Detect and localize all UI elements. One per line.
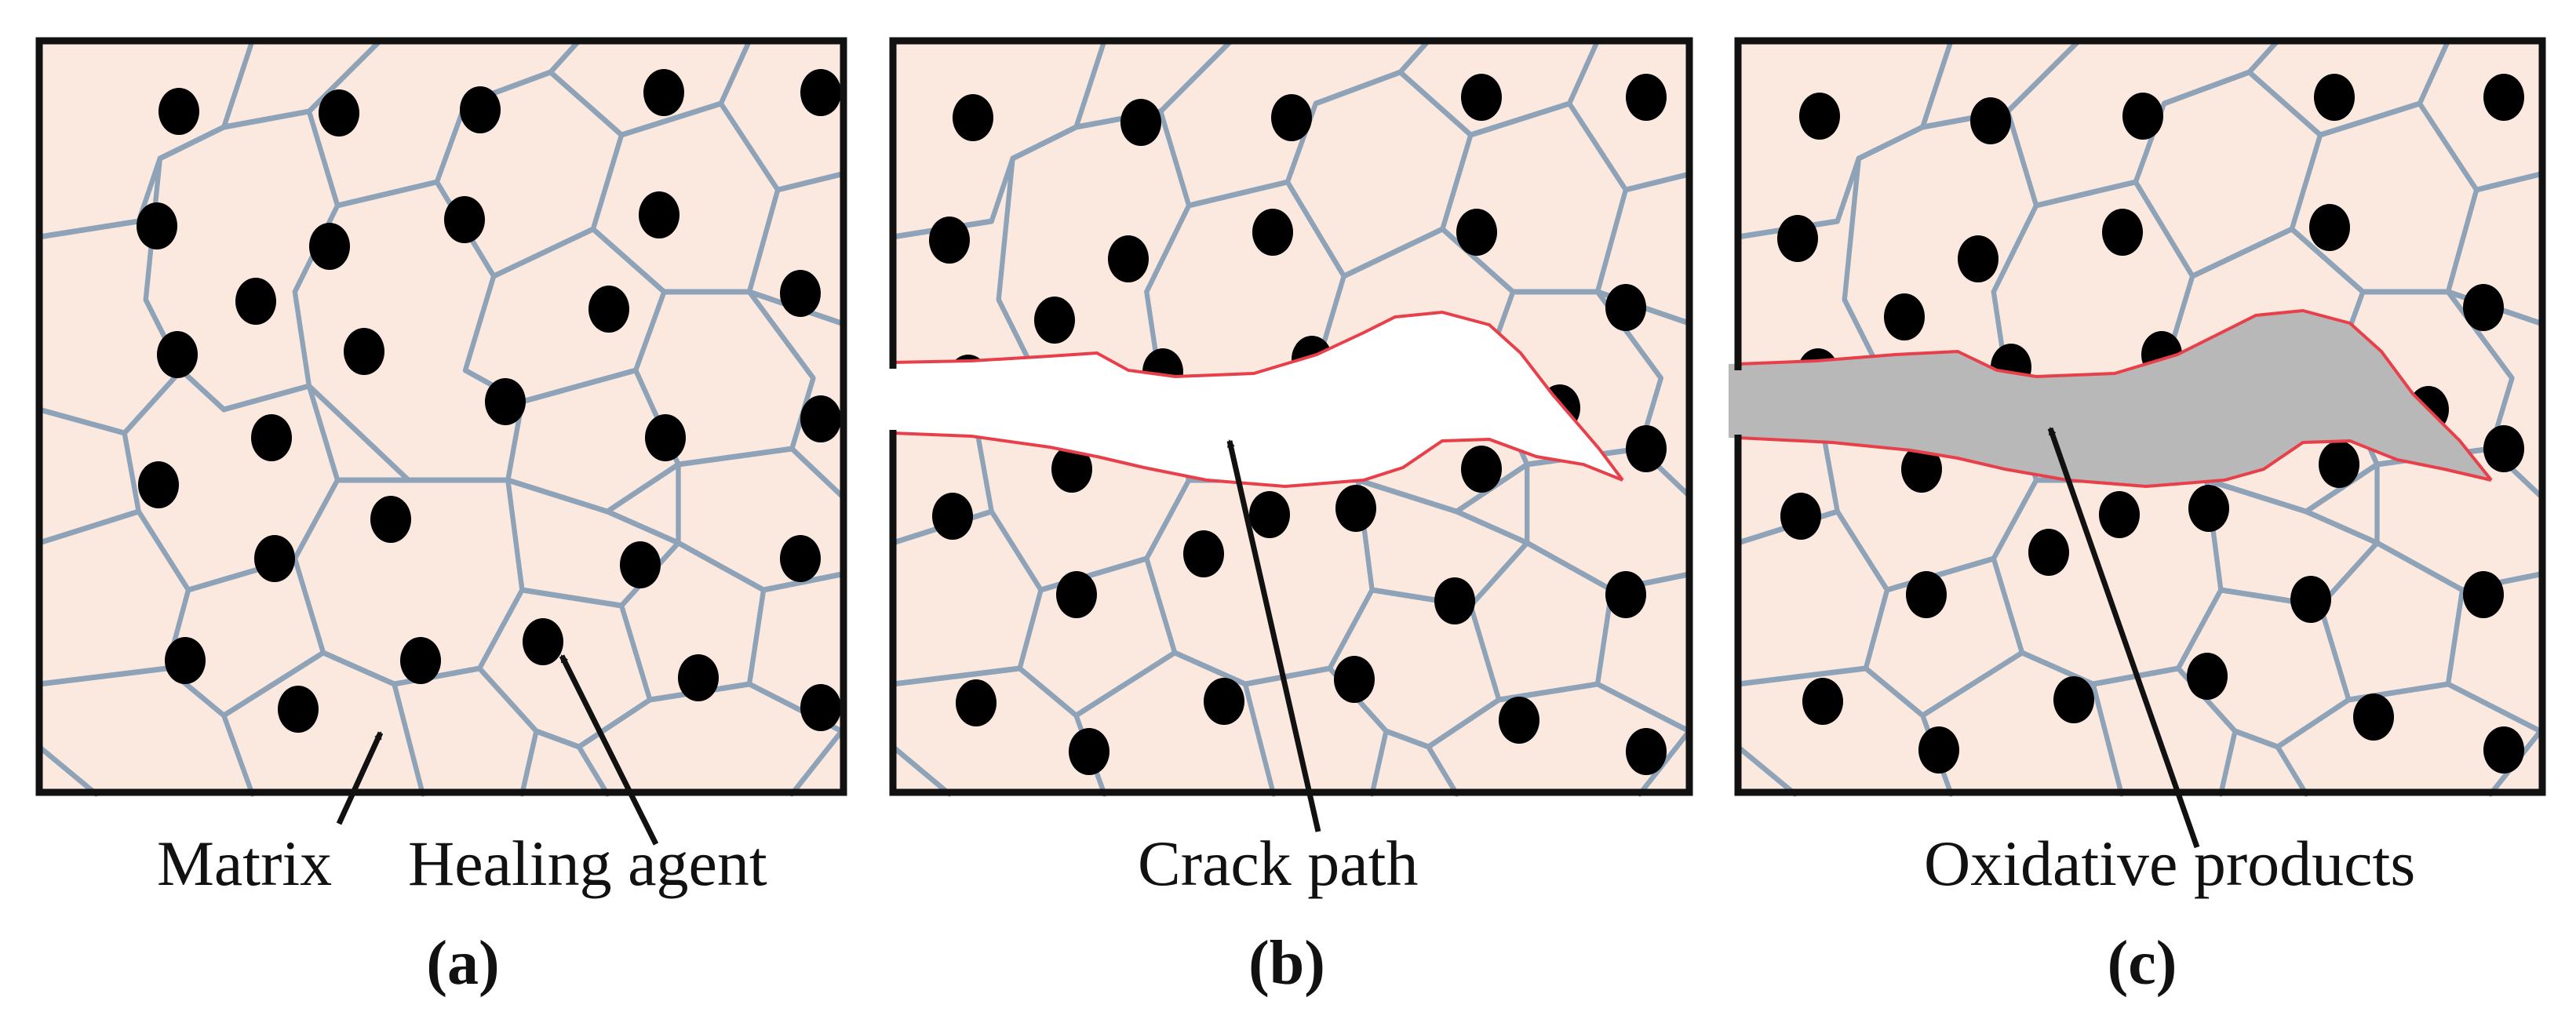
oxidative-products-label: Oxidative products [1924,828,2415,899]
crack-path-label: Crack path [1138,828,1418,899]
panel-c [1729,37,2546,794]
panel-a [35,37,847,796]
panel-b [884,37,1693,794]
panel-a-sublabel: (a) [426,929,499,998]
matrix-label: Matrix [157,828,332,899]
panel-a-frame [35,37,847,796]
oxidative-edge-upper [1737,308,2493,482]
crack-mouth [885,369,902,430]
matrix-region [39,41,843,792]
oxidative-products-arrow [2047,427,2200,849]
oxidative-edge-lower [1737,436,2492,489]
oxidative-mouth [1730,370,1747,435]
crack-edge-upper [892,310,1624,482]
healing-agent-particles [137,69,841,733]
matrix-arrow [336,731,384,825]
crack-path-arrow [1226,439,1321,832]
healing-agent-arrow [559,654,659,846]
panel-b-sublabel: (b) [1248,929,1325,998]
crack-edge-lower [892,431,1623,489]
panel-c-sublabel: (c) [2108,929,2177,998]
healing-agent-label: Healing agent [408,828,767,899]
